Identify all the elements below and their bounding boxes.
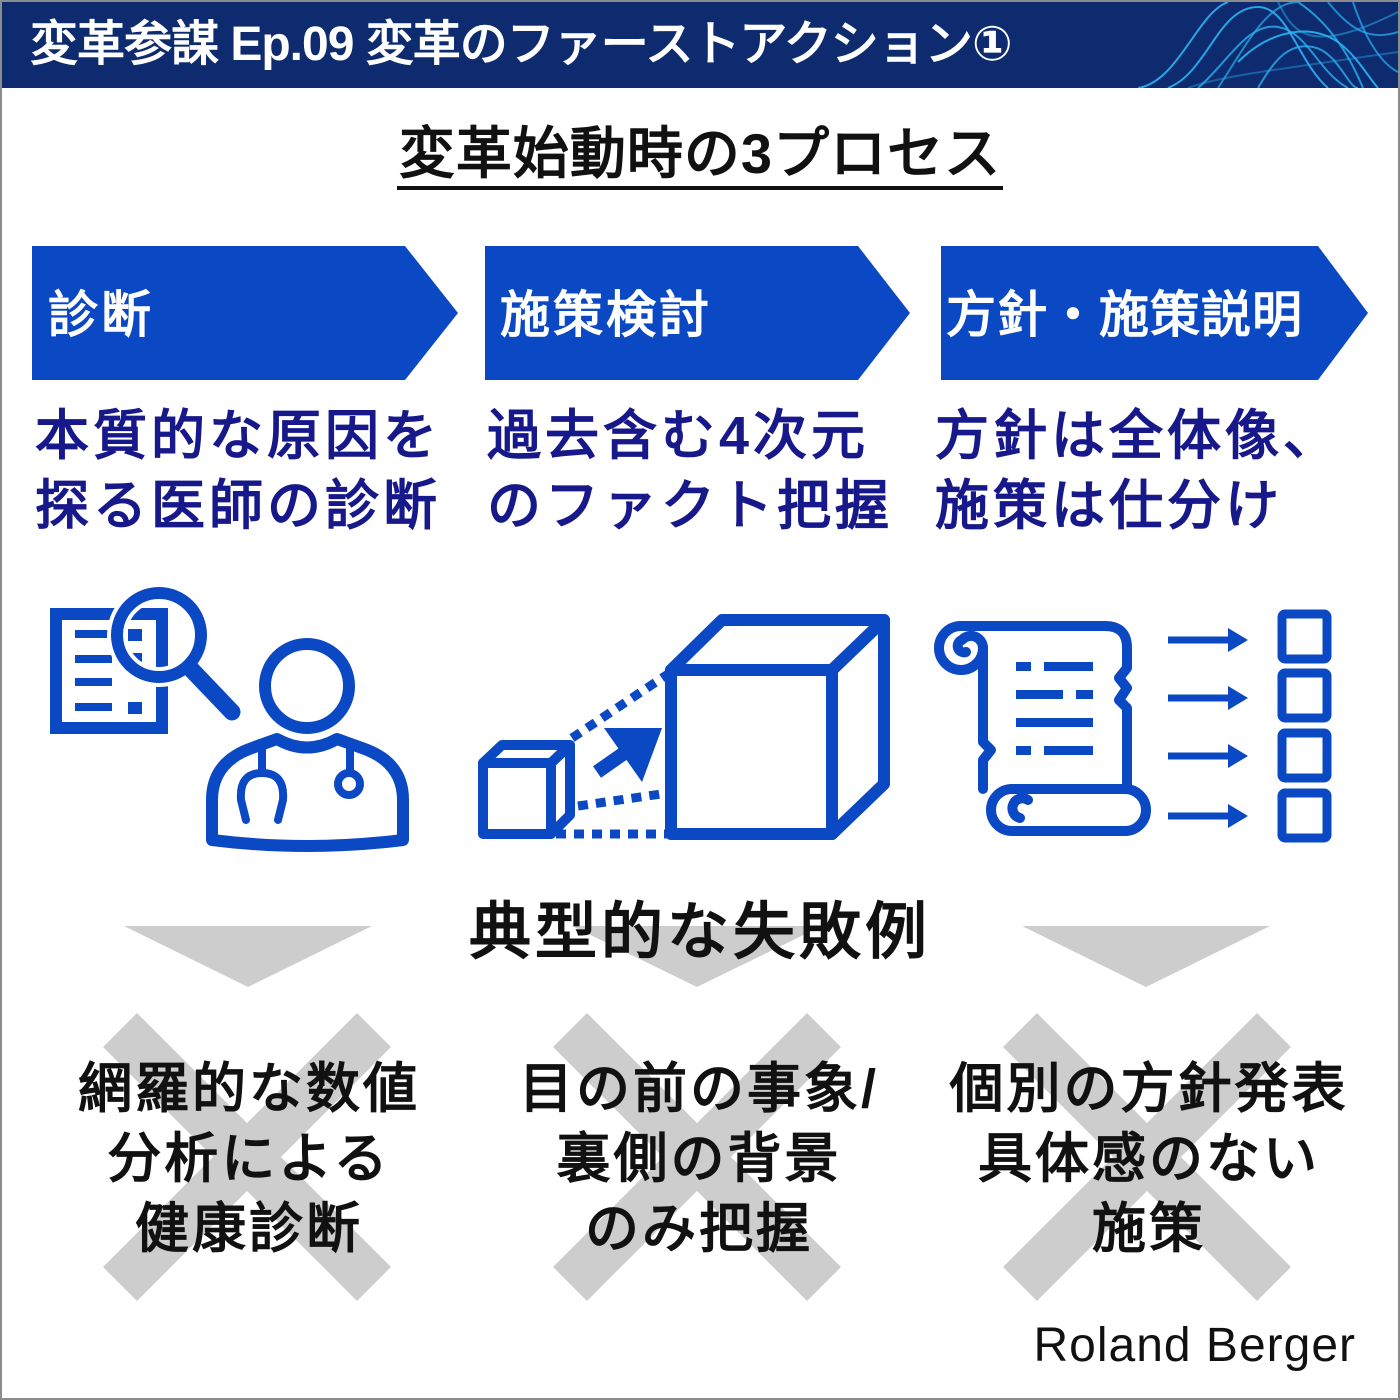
process-label-diagnosis: 診断 xyxy=(48,287,154,343)
down-triangle-icon xyxy=(1022,926,1270,987)
process-description-line: 施策は仕分け xyxy=(935,476,1283,536)
failure-text-line: 健康診断 xyxy=(135,1199,363,1259)
failure-text-line: 個別の方針発表 xyxy=(949,1059,1349,1119)
scroll-icon xyxy=(934,621,1151,836)
down-triangle-icon xyxy=(572,926,822,987)
magnifier-icon xyxy=(111,587,207,683)
checkbox-list-icon xyxy=(1277,609,1332,843)
process-description-line: 過去含む4次元 xyxy=(487,406,870,466)
process-description-line: 本質的な原因を xyxy=(35,406,441,466)
process-description-line: 探る医師の診断 xyxy=(35,476,441,536)
process-step-chevron-diagnosis xyxy=(32,246,458,380)
failure-example-1: 網羅的な数値 分析による 健康診断 xyxy=(24,1054,474,1264)
stethoscope-icon xyxy=(236,740,364,824)
cross-mark-icon xyxy=(1003,1013,1291,1301)
down-arrow-triangles xyxy=(124,926,1270,987)
failure-text-line: 分析による xyxy=(107,1129,391,1189)
cube-expansion-icon xyxy=(478,614,890,840)
process-label-measures: 施策検討 xyxy=(500,287,712,343)
scroll-distribution-icon xyxy=(934,609,1332,843)
person-body xyxy=(206,733,409,852)
wave-pattern-icon xyxy=(1137,2,1398,88)
section-title: 変革始動時の3プロセス xyxy=(396,122,1004,190)
cross-mark-icon xyxy=(553,1013,841,1301)
process-flow-chevrons xyxy=(32,246,1368,380)
failure-x-marks xyxy=(103,1013,1291,1301)
process-step-chevron-measures xyxy=(485,246,910,380)
failure-text-line: 裏側の背景 xyxy=(556,1129,842,1189)
failure-heading: 典型的な失敗例 xyxy=(468,898,931,967)
process-step-chevron-explanation xyxy=(941,246,1368,380)
failure-text-line: 網羅的な数値 xyxy=(78,1059,420,1119)
failure-example-3: 個別の方針発表 具体感のない 施策 xyxy=(924,1054,1374,1264)
process-description-line: 方針は全体像、 xyxy=(935,406,1341,466)
failure-text-line: 目の前の事象/ xyxy=(518,1059,879,1119)
failure-text-line: のみ把握 xyxy=(585,1199,813,1259)
large-cube-icon xyxy=(665,614,890,840)
process-description-line: のファクト把握 xyxy=(487,476,893,536)
brand-logo-text: Roland Berger xyxy=(1033,1319,1356,1372)
failure-text-line: 具体感のない xyxy=(978,1129,1320,1189)
small-cube-icon xyxy=(478,740,575,839)
process-label-explanation: 方針・施策説明 xyxy=(946,287,1303,343)
failure-text-line: 施策 xyxy=(1092,1199,1206,1259)
arrows-icon xyxy=(1168,628,1248,828)
doctor-diagnosis-icon xyxy=(50,583,409,852)
down-triangle-icon xyxy=(124,926,372,987)
growth-arrow-icon xyxy=(592,728,662,782)
person-head xyxy=(259,638,355,734)
page-title: 変革参謀 Ep.09 変革のファーストアクション① xyxy=(30,18,1013,71)
header-banner: 変革参謀 Ep.09 変革のファーストアクション① xyxy=(2,2,1398,88)
failure-example-2: 目の前の事象/ 裏側の背景 のみ把握 xyxy=(474,1054,924,1264)
section-title-container: 変革始動時の3プロセス xyxy=(2,122,1398,190)
cross-mark-icon xyxy=(103,1013,391,1301)
